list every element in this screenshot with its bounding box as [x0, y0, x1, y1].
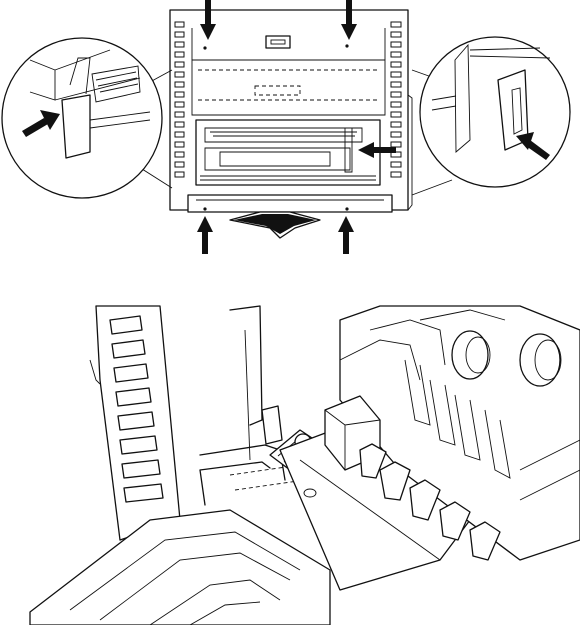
top-handle	[266, 36, 290, 48]
printer-front-view	[170, 10, 412, 238]
left-zoom-callout	[2, 38, 172, 198]
right-zoom-callout	[412, 37, 570, 195]
arrow-bottom-left-icon	[197, 216, 213, 254]
arrow-bottom-right-icon	[338, 216, 354, 254]
printer-interior-view	[30, 306, 580, 625]
